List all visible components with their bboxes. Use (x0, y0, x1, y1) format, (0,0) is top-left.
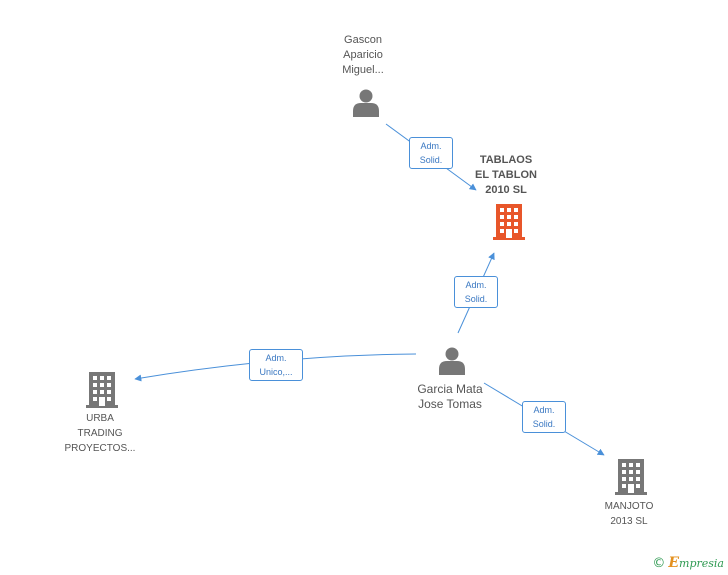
brand-initial: E (668, 555, 680, 571)
building-icon[interactable] (86, 372, 118, 408)
edge-label-garcia-manjoto[interactable]: Adm. Solid. (522, 401, 566, 433)
brand-name: mpresia (679, 557, 724, 570)
edge-label-gascon-tablaos[interactable]: Adm. Solid. (409, 137, 453, 169)
node-label-tablaos: TABLAOS EL TABLON 2010 SL (475, 154, 537, 196)
copyright-icon: © (652, 556, 666, 571)
building-icon[interactable] (615, 459, 647, 495)
brand-logo: ©Empresia (652, 555, 724, 571)
node-label-manjoto: MANJOTO 2013 SL (604, 501, 654, 527)
node-label-urba: URBA TRADING PROYECTOS... (64, 413, 136, 454)
node-label-garcia: Garcia Mata Jose Tomas (417, 382, 483, 411)
edge-label-garcia-tablaos[interactable]: Adm. Solid. (454, 276, 498, 308)
person-icon[interactable] (351, 88, 381, 118)
building-icon[interactable] (493, 204, 525, 240)
node-label-gascon: Gascon Aparicio Miguel... (342, 34, 384, 76)
edge-label-garcia-urba[interactable]: Adm. Unico,... (249, 349, 303, 381)
person-icon[interactable] (437, 346, 467, 376)
